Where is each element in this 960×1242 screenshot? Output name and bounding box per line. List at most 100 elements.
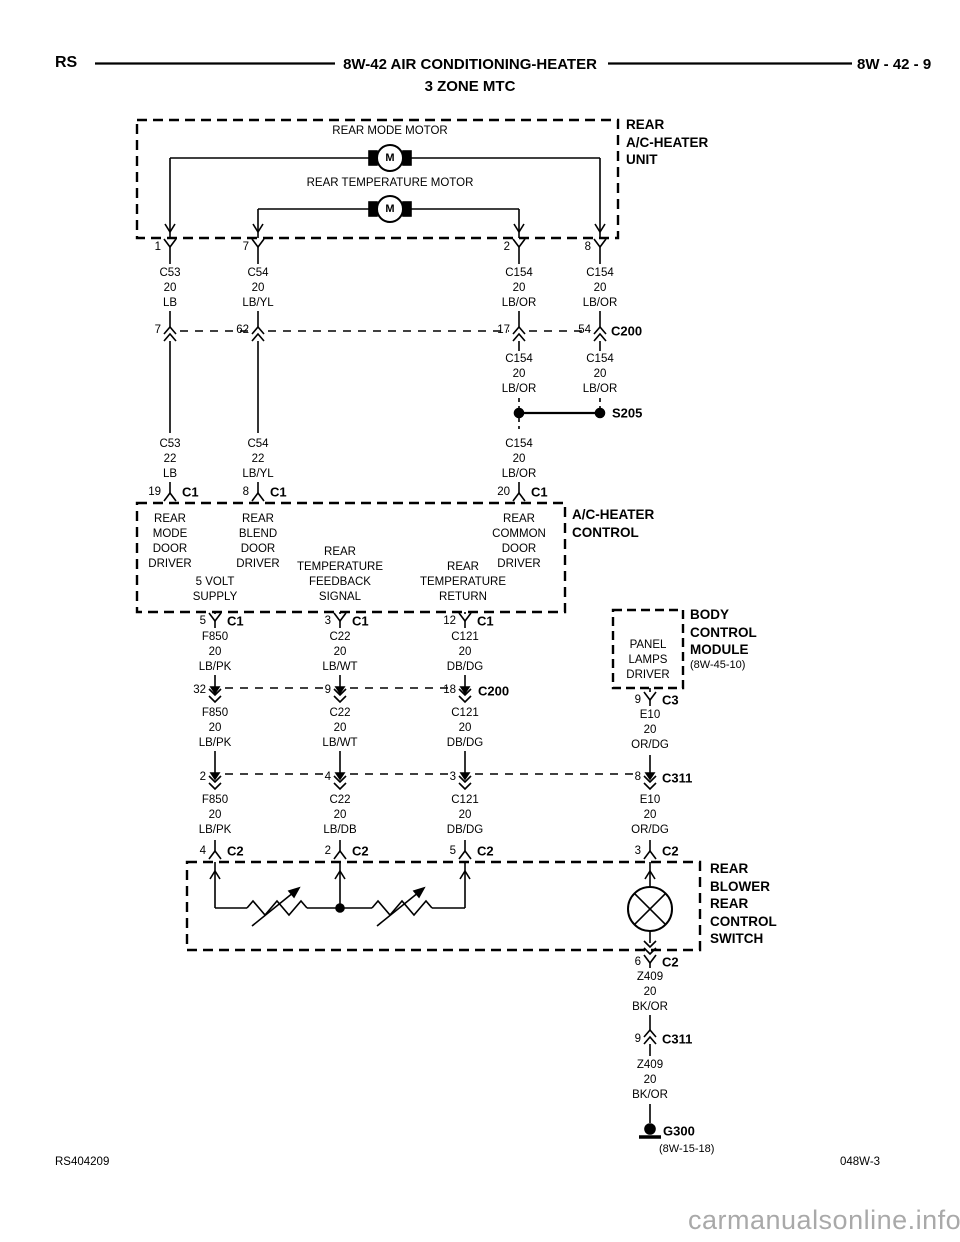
motor-m-symbol: M [385, 203, 395, 215]
pin-number: 8 [242, 486, 249, 498]
function-label: REAR MODE DOOR DRIVER [148, 513, 192, 570]
connector-name-c1: C1 [352, 613, 369, 629]
connector-name-c200: C200 [478, 683, 510, 699]
pin-number: 2 [324, 845, 331, 857]
pin-number: 9 [324, 684, 331, 696]
temp-motor-label: REAR TEMPERATURE MOTOR [306, 177, 474, 189]
pin-number: 7 [154, 324, 161, 336]
connector-c1-bottom [208, 612, 472, 628]
ground-name-g300: G300 [663, 1123, 695, 1139]
blower-switch-internals [209, 862, 673, 956]
pin-number: 5 [449, 845, 456, 857]
blower-switch-box [185, 860, 702, 952]
pin-number: 1 [154, 241, 161, 253]
pin-number: 20 [497, 486, 510, 498]
pin-number: 4 [199, 845, 206, 857]
connector-name-c1: C1 [531, 484, 548, 500]
pin-number: 18 [443, 684, 456, 696]
connector-name-c2: C2 [662, 843, 679, 859]
connector-c200-row2 [208, 675, 472, 704]
function-label: PANEL LAMPS DRIVER [626, 639, 670, 681]
pin-number: 54 [578, 324, 591, 336]
page-title: 8W-42 AIR CONDITIONING-HEATER [343, 56, 597, 73]
connector-name-c2: C2 [352, 843, 369, 859]
page-subtitle: 3 ZONE MTC [424, 78, 516, 95]
connector-name-c2: C2 [477, 843, 494, 859]
pin-number: 3 [634, 845, 641, 857]
function-label: REAR BLEND DOOR DRIVER [236, 513, 280, 570]
pin-number: 8 [584, 241, 591, 253]
wire-arrowheads [164, 223, 606, 234]
potentiometer-icon [246, 886, 308, 927]
motor-icon [169, 144, 601, 238]
pin-number: 2 [503, 241, 510, 253]
connector-name-c1: C1 [477, 613, 494, 629]
pin-number: 17 [497, 324, 510, 336]
pin-number: 62 [236, 324, 249, 336]
bcm-reference: (8W-45-10) [690, 659, 746, 671]
connector-name-c1: C1 [270, 484, 287, 500]
pin-number: 3 [324, 615, 331, 627]
footer-doc-number: RS404209 [55, 1156, 110, 1168]
motor-icon [257, 195, 520, 238]
pin-number: 7 [242, 241, 249, 253]
function-label: REAR COMMON DOOR DRIVER [492, 513, 546, 570]
page-number: 8W - 42 - 9 [857, 56, 932, 73]
page-model-code: RS [55, 54, 78, 71]
pin-number: 19 [148, 486, 161, 498]
pin-number: 6 [634, 956, 641, 968]
connector-name-c2: C2 [662, 954, 679, 970]
pin-number: 9 [634, 694, 641, 706]
splice-name-s205: S205 [612, 405, 643, 421]
watermark: carmanualsonline.info [688, 1205, 960, 1235]
bcm-label: BODY CONTROL MODULE [690, 607, 757, 657]
connector-name-c311: C311 [662, 1031, 693, 1047]
connector-c1-top [163, 482, 526, 502]
pin-number: 8 [634, 771, 641, 783]
junction-dot [335, 903, 345, 913]
ground-reference: (8W-15-18) [659, 1143, 715, 1155]
connector-name-c200: C200 [611, 323, 643, 339]
potentiometer-icon [371, 886, 433, 927]
connector-c311-bottom [643, 1028, 657, 1056]
pin-number: 12 [443, 615, 456, 627]
connector-name-c2: C2 [227, 843, 244, 859]
pin-number: 32 [193, 684, 206, 696]
connector-c200-row1 [163, 311, 607, 433]
rear-unit-label: REAR A/C-HEATER UNIT [626, 117, 709, 167]
function-label: 5 VOLT SUPPLY [192, 576, 238, 603]
footer-sheet-number: 048W-3 [840, 1156, 881, 1168]
bcm-box [611, 608, 685, 706]
rear-unit-box [135, 118, 620, 240]
motor-m-symbol: M [385, 152, 395, 164]
blower-switch-label: REAR BLOWER REAR CONTROL SWITCH [710, 861, 777, 946]
connector-c2-exit [643, 954, 657, 1030]
pin-number: 2 [199, 771, 206, 783]
function-label: REAR TEMPERATURE FEEDBACK SIGNAL [296, 546, 384, 603]
connector-name-c311: C311 [662, 770, 693, 786]
pin-number: 9 [634, 1033, 641, 1045]
connector-name-c1: C1 [182, 484, 199, 500]
ac-control-label: A/C-HEATER CONTROL [572, 507, 655, 540]
pin-number: 5 [199, 615, 206, 627]
